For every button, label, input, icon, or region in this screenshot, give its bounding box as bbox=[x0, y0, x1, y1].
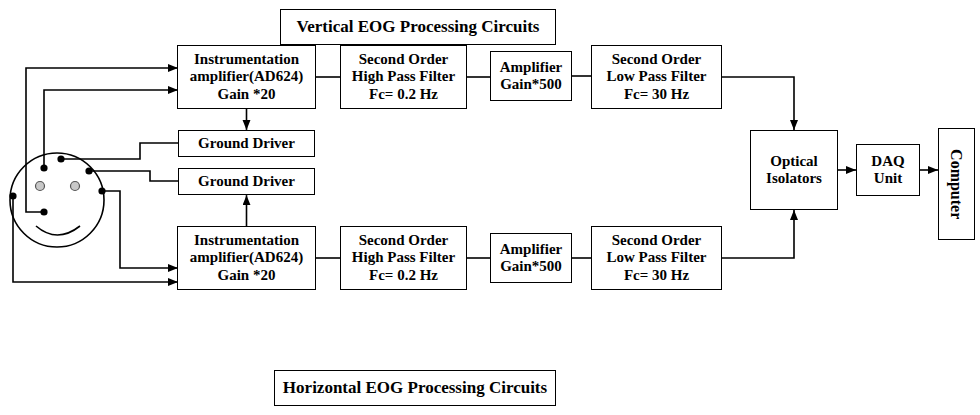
block-label: DAQ Unit bbox=[861, 153, 915, 188]
signal-line bbox=[467, 257, 490, 259]
block-label: Ground Driver bbox=[198, 135, 295, 152]
wire bbox=[26, 68, 178, 212]
block-label: Horizontal EOG Processing Circuits bbox=[283, 378, 547, 398]
face bbox=[10, 153, 104, 247]
wire bbox=[91, 171, 178, 181]
block-label: Ground Driver bbox=[198, 173, 295, 190]
signal-line bbox=[572, 257, 591, 259]
block-label: Instrumentation amplifier(AD624) bbox=[182, 232, 311, 267]
electrode bbox=[9, 192, 16, 199]
mouth bbox=[36, 226, 80, 235]
signal-arrow bbox=[722, 77, 794, 130]
eye bbox=[36, 182, 45, 191]
amplifier-box: AmplifierGain*500 bbox=[490, 233, 572, 283]
amplifier-box: Instrumentation amplifier(AD624)Gain *20 bbox=[177, 226, 316, 290]
parameter-label: Gain *20 bbox=[218, 86, 276, 103]
block-label: Second Order High Pass Filter bbox=[345, 232, 462, 267]
wire bbox=[13, 196, 178, 282]
signal-arrow bbox=[246, 109, 248, 130]
signal-arrow bbox=[722, 210, 794, 258]
block-label: Optical Isolators bbox=[755, 153, 833, 188]
electrodes bbox=[9, 155, 105, 215]
electrode bbox=[40, 164, 47, 171]
daq-box: DAQ Unit bbox=[856, 144, 920, 196]
signal-arrow bbox=[920, 169, 938, 171]
block-label: Amplifier bbox=[500, 59, 562, 76]
block-label: Second Order Low Pass Filter bbox=[596, 232, 717, 267]
parameter-label: Fc= 30 Hz bbox=[624, 267, 689, 284]
signal-line bbox=[316, 257, 340, 259]
parameter-label: Gain*500 bbox=[500, 258, 562, 275]
filter-box: Second Order Low Pass FilterFc= 30 Hz bbox=[591, 226, 722, 290]
amplifier-box: AmplifierGain*500 bbox=[490, 51, 572, 101]
electrode bbox=[40, 208, 47, 215]
electrode bbox=[98, 187, 105, 194]
signal-line bbox=[572, 75, 591, 77]
isolator-box: Optical Isolators bbox=[750, 130, 838, 210]
filter-box: Second Order High Pass FilterFc= 0.2 Hz bbox=[340, 45, 467, 109]
filter-box: Second Order Low Pass FilterFc= 30 Hz bbox=[591, 45, 722, 109]
eye bbox=[71, 182, 80, 191]
computer-box: Computer bbox=[938, 128, 975, 240]
driver-box: Ground Driver bbox=[178, 130, 315, 157]
block-label: Computer bbox=[947, 149, 965, 219]
signal-line bbox=[316, 76, 340, 78]
face-outline bbox=[10, 153, 104, 247]
block-label: Second Order Low Pass Filter bbox=[596, 51, 717, 86]
block-label: Amplifier bbox=[500, 241, 562, 258]
section-header: Horizontal EOG Processing Circuits bbox=[274, 370, 556, 406]
block-label: Vertical EOG Processing Circuits bbox=[297, 17, 540, 37]
driver-box: Ground Driver bbox=[178, 168, 315, 195]
signal-arrow bbox=[838, 169, 856, 171]
wire bbox=[44, 90, 178, 168]
parameter-label: Gain*500 bbox=[500, 76, 562, 93]
amplifier-box: Instrumentation amplifier(AD624)Gain *20 bbox=[177, 45, 316, 109]
parameter-label: Gain *20 bbox=[218, 267, 276, 284]
electrode bbox=[85, 167, 92, 174]
signal-line bbox=[467, 76, 490, 78]
parameter-label: Fc= 30 Hz bbox=[624, 86, 689, 103]
wire bbox=[63, 143, 178, 159]
section-header: Vertical EOG Processing Circuits bbox=[280, 9, 556, 45]
electrode bbox=[57, 155, 64, 162]
signal-arrow bbox=[246, 195, 248, 226]
parameter-label: Fc= 0.2 Hz bbox=[369, 86, 438, 103]
parameter-label: Fc= 0.2 Hz bbox=[369, 267, 438, 284]
block-label: Instrumentation amplifier(AD624) bbox=[182, 51, 311, 86]
block-label: Second Order High Pass Filter bbox=[345, 51, 462, 86]
wire bbox=[102, 191, 178, 268]
filter-box: Second Order High Pass FilterFc= 0.2 Hz bbox=[340, 226, 467, 290]
electrode-wires bbox=[13, 68, 178, 282]
